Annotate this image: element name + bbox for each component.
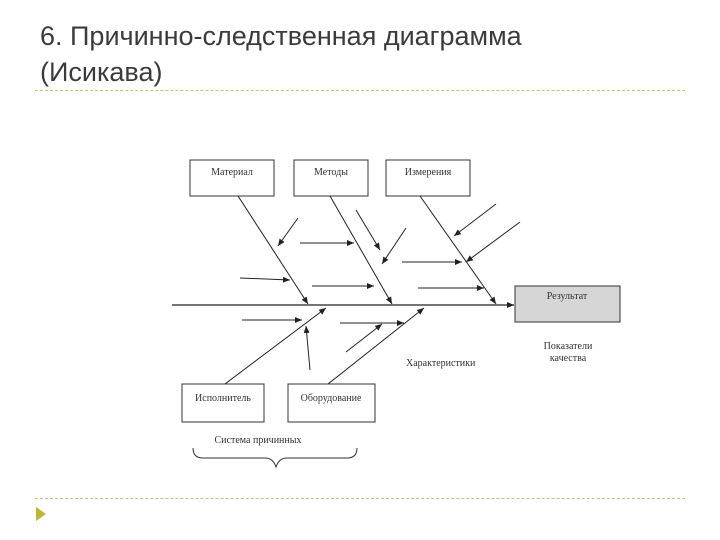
causes-system-label: Система причинных (215, 435, 302, 446)
cause-label-measurements: Измерения (405, 167, 452, 178)
cause-label-equipment: Оборудование (301, 393, 362, 404)
quality-label-line-1: Показатели (544, 341, 593, 352)
bone-material (237, 195, 309, 305)
top-divider (35, 90, 685, 91)
result-label: Результат (547, 291, 588, 302)
subcause-arrow (355, 209, 381, 251)
bottom-divider (35, 498, 685, 499)
result-box: Результат (514, 285, 621, 323)
bone-equipment (327, 307, 425, 385)
title-line-2: (Исикава) (40, 57, 163, 87)
cause-box-performer: Исполнитель (181, 383, 265, 423)
cause-box-material: Материал (189, 159, 275, 197)
title-line-1: 6. Причинно-следственная диаграмма (40, 21, 522, 51)
characteristics-label: Характеристики (406, 358, 476, 369)
bone-performer (224, 307, 327, 385)
cause-label-methods: Методы (314, 167, 348, 178)
next-slide-arrow-icon[interactable] (36, 507, 46, 521)
causes-system-brace (192, 447, 358, 469)
subcause-arrow (345, 323, 383, 353)
cause-label-performer: Исполнитель (195, 393, 251, 404)
subcause-arrow (303, 325, 311, 371)
subcause-arrow (277, 217, 299, 247)
slide-title: 6. Причинно-следственная диаграмма (Исик… (40, 18, 680, 90)
subcause-arrow (465, 221, 521, 263)
quality-label-line-2: качества (550, 353, 587, 364)
bone-methods (329, 195, 393, 305)
cause-label-material: Материал (211, 167, 253, 178)
cause-box-measurements: Измерения (385, 159, 471, 197)
subcause-arrow (239, 276, 291, 283)
subcause-arrow (381, 227, 407, 265)
cause-box-equipment: Оборудование (287, 383, 376, 423)
cause-box-methods: Методы (293, 159, 369, 197)
subcause-arrow (453, 203, 497, 237)
